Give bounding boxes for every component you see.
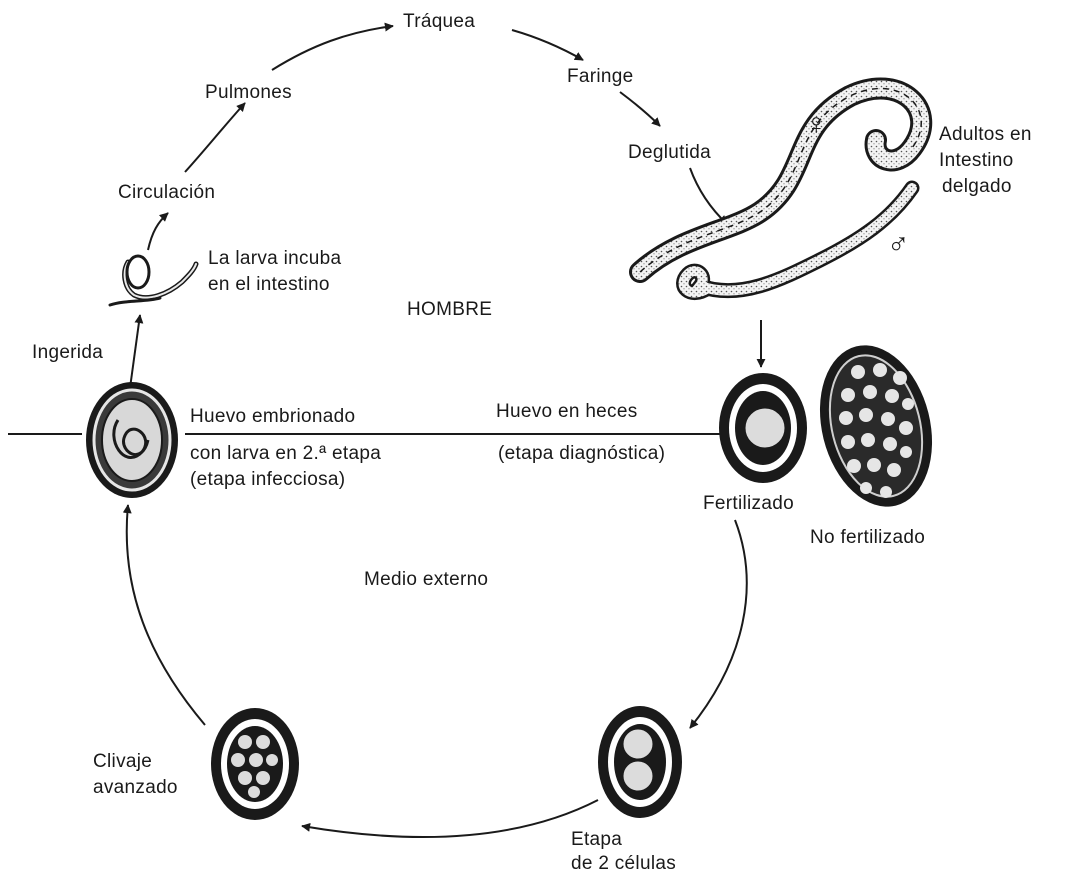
label-adultos-line3: delgado xyxy=(942,173,1012,200)
label-etapa2-line1: Etapa xyxy=(571,826,622,853)
label-ingerida: Ingerida xyxy=(32,339,103,366)
arrow-traquea-to-faringe xyxy=(512,30,583,60)
egg-advanced-cleavage xyxy=(211,708,299,820)
label-etapa2-line2: de 2 células xyxy=(571,850,676,877)
arrow-pulmones-to-traquea xyxy=(272,26,393,70)
egg-unfertilized xyxy=(804,333,948,518)
arrow-faringe-to-deglutida xyxy=(620,92,660,126)
label-huevo-embrionado: Huevo embrionado xyxy=(190,403,355,430)
label-con-larva: con larva en 2.ª etapa xyxy=(190,440,381,467)
label-etapa-diagnostica: (etapa diagnóstica) xyxy=(498,440,665,467)
label-hombre: HOMBRE xyxy=(407,296,492,323)
arrow-clivaje-to-embrionado xyxy=(127,505,205,725)
label-larva-line2: en el intestino xyxy=(208,271,330,298)
arrow-fertilizado-to-2cells xyxy=(690,520,747,728)
arrow-deglutida-to-adultos xyxy=(690,168,727,224)
label-traquea: Tráquea xyxy=(403,8,475,35)
label-adultos-line2: Intestino xyxy=(939,147,1014,174)
label-clivaje-line2: avanzado xyxy=(93,774,178,801)
label-circulacion: Circulación xyxy=(118,179,215,206)
label-etapa-infecciosa: (etapa infecciosa) xyxy=(190,466,345,493)
label-deglutida: Deglutida xyxy=(628,139,711,166)
label-larva-line1: La larva incuba xyxy=(208,245,341,272)
label-huevo-heces: Huevo en heces xyxy=(496,398,638,425)
arrow-2cells-to-clivaje xyxy=(302,800,598,837)
male-symbol: ♂ xyxy=(887,228,910,262)
egg-two-cell xyxy=(598,706,682,818)
hatching-larva-icon xyxy=(110,256,196,305)
egg-fertilized xyxy=(719,373,807,483)
label-fertilizado: Fertilizado xyxy=(703,490,794,517)
label-no-fertilizado: No fertilizado xyxy=(810,524,925,551)
arrow-circulacion-to-pulmones xyxy=(185,103,245,172)
arrow-larva-to-circulacion xyxy=(148,213,168,250)
label-medio-externo: Medio externo xyxy=(364,566,488,593)
female-symbol: ♀ xyxy=(805,108,828,142)
egg-embryonated xyxy=(86,382,178,498)
label-clivaje-line1: Clivaje xyxy=(93,748,152,775)
label-adultos-line1: Adultos en xyxy=(939,121,1032,148)
label-faringe: Faringe xyxy=(567,63,634,90)
adult-female-worm xyxy=(640,89,921,272)
arrow-ingerida xyxy=(130,315,140,388)
label-pulmones: Pulmones xyxy=(205,79,292,106)
